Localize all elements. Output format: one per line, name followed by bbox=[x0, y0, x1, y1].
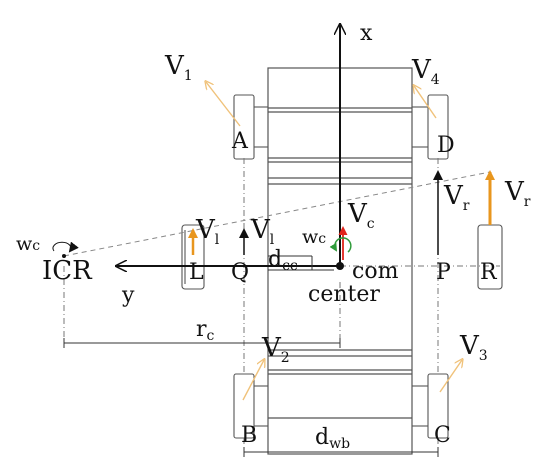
com-center-point bbox=[336, 262, 344, 270]
x-axis-label: x bbox=[360, 21, 373, 46]
wc-center-arc bbox=[329, 237, 352, 253]
v4-label: V4 bbox=[411, 55, 440, 88]
wc-center-label: wc bbox=[302, 226, 326, 248]
v3-label: V3 bbox=[459, 331, 488, 364]
point-a-label: A bbox=[231, 129, 249, 154]
virtual-wheel-left bbox=[181, 224, 205, 290]
point-q-label: Q bbox=[231, 260, 249, 285]
vr-right-label: Vr bbox=[504, 177, 531, 210]
vl-q-label: Vl bbox=[250, 215, 275, 248]
vl-left-label: Vl bbox=[195, 215, 220, 248]
dcc-bracket bbox=[268, 255, 334, 271]
point-r-label: R bbox=[480, 260, 498, 285]
v1-arrow bbox=[206, 82, 241, 127]
dwb-label: dwb bbox=[315, 425, 350, 452]
wc-left-label: wc bbox=[16, 233, 40, 255]
vc-label: Vc bbox=[347, 199, 375, 232]
y-axis-label: y bbox=[121, 283, 135, 308]
wc-left-arc bbox=[52, 241, 79, 253]
v1-label: V1 bbox=[164, 51, 193, 84]
v4-arrow bbox=[414, 86, 437, 119]
com-label: com bbox=[352, 259, 399, 284]
v2-label: V2 bbox=[261, 333, 290, 366]
v3-arrow bbox=[439, 360, 462, 393]
icr-point bbox=[62, 254, 66, 258]
vr-p-label: Vr bbox=[443, 181, 470, 214]
point-c-label: C bbox=[434, 423, 451, 448]
rc-label: rc bbox=[196, 317, 215, 344]
point-p-label: P bbox=[436, 260, 451, 285]
point-l-label: L bbox=[189, 260, 204, 285]
icr-label: ICR bbox=[42, 256, 93, 286]
v2-arrow bbox=[242, 360, 264, 401]
dcc-label: dcc bbox=[268, 247, 298, 274]
point-b-label: B bbox=[241, 423, 257, 448]
point-d-label: D bbox=[437, 133, 455, 158]
center-label: center bbox=[308, 282, 380, 307]
